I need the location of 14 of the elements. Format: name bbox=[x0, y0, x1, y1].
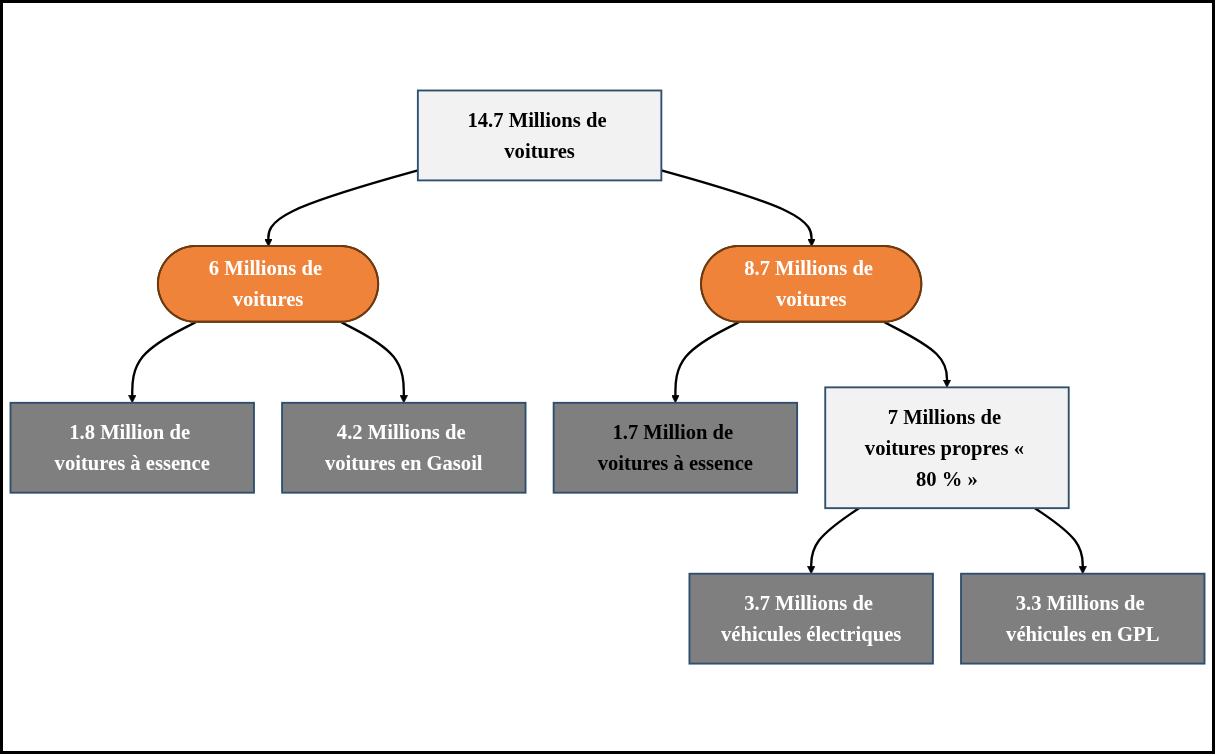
arrow bbox=[671, 321, 740, 404]
arrow bbox=[128, 321, 197, 404]
node-box: 7 Millions de voitures propres « 80 % » bbox=[824, 386, 1070, 510]
arrow bbox=[340, 321, 408, 404]
node-box: 3.3 Millions de véhicules en GPL bbox=[960, 572, 1206, 665]
arrow bbox=[661, 169, 816, 247]
node-box: 1.8 Million de voitures à essence bbox=[9, 401, 255, 494]
arrow bbox=[1034, 507, 1087, 575]
arrow bbox=[807, 507, 860, 575]
arrow bbox=[883, 321, 952, 388]
node-box: 3.7 Millions de véhicules électriques bbox=[688, 572, 934, 665]
node-box: 4.2 Millions de voitures en Gasoil bbox=[281, 401, 527, 494]
node-box: 1.7 Million de voitures à essence bbox=[552, 401, 799, 494]
node-box: 14.7 Millions de voitures bbox=[416, 89, 663, 182]
